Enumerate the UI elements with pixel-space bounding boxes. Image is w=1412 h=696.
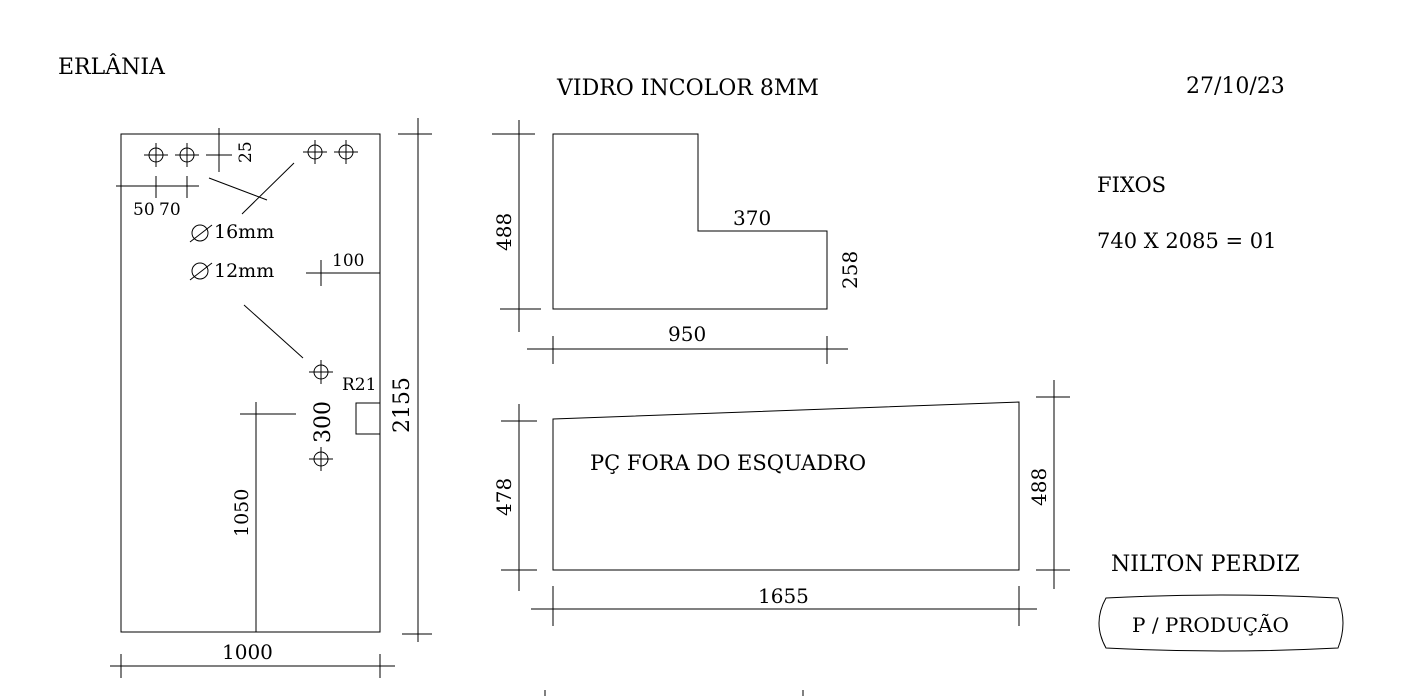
dim-label-478: 478 bbox=[492, 478, 516, 516]
dimension-488-right: 488 bbox=[1027, 380, 1070, 589]
spec-line: 740 X 2085 = 01 bbox=[1097, 229, 1277, 253]
dim-label-1000: 1000 bbox=[222, 640, 273, 664]
dim-label-370: 370 bbox=[733, 206, 771, 230]
hole-marker bbox=[309, 447, 333, 471]
dimension-1050: 1050 bbox=[231, 402, 296, 632]
dim-label-2155: 2155 bbox=[390, 377, 415, 433]
dimension-50-70: 50 70 bbox=[116, 176, 199, 220]
dim-label-258: 258 bbox=[838, 251, 862, 289]
dim-label-25: 25 bbox=[236, 141, 256, 163]
dimension-1655: 1655 bbox=[531, 584, 1037, 626]
dim-label-1655: 1655 bbox=[758, 584, 809, 608]
section-label: FIXOS bbox=[1097, 173, 1166, 197]
production-stamp: P / PRODUÇÃO bbox=[1098, 594, 1344, 652]
panel-top-right-outline bbox=[552, 133, 828, 310]
drawing-date: 27/10/23 bbox=[1186, 74, 1285, 99]
dim-label-950: 950 bbox=[668, 322, 706, 346]
diameter-icon bbox=[191, 262, 209, 280]
dim-label-1050: 1050 bbox=[231, 489, 253, 537]
notch-r21: R21 bbox=[342, 375, 380, 435]
dimension-478: 478 bbox=[492, 404, 537, 591]
hole-size-12: 12mm bbox=[214, 260, 274, 282]
dim-label-488: 488 bbox=[492, 213, 516, 251]
panel-left-outline bbox=[120, 133, 381, 633]
dim-label-488-right: 488 bbox=[1027, 468, 1051, 506]
hole-marker bbox=[303, 140, 327, 164]
radius-label: R21 bbox=[342, 375, 376, 395]
stamp-border bbox=[1098, 594, 1344, 652]
panel-bottom-right-outline bbox=[552, 401, 1020, 571]
hole-marker bbox=[334, 140, 358, 164]
panel-bottom-right: PÇ FORA DO ESQUADRO 478 488 1655 bbox=[492, 380, 1070, 626]
dim-label-50: 50 bbox=[133, 200, 155, 220]
material-title: VIDRO INCOLOR 8MM bbox=[556, 76, 819, 101]
diameter-16-note: 16mm bbox=[189, 221, 274, 243]
diameter-12-note: 12mm bbox=[189, 260, 274, 282]
dimension-2155: 2155 bbox=[390, 118, 432, 642]
hole-size-16: 16mm bbox=[214, 221, 274, 243]
hole-marker bbox=[309, 360, 333, 384]
client-name: ERLÂNIA bbox=[58, 53, 166, 80]
diameter-icon bbox=[191, 224, 209, 242]
hole-marker bbox=[144, 143, 168, 167]
dimension-950: 950 bbox=[527, 322, 848, 364]
author-name: NILTON PERDIZ bbox=[1111, 552, 1300, 577]
dimension-488: 488 bbox=[492, 120, 541, 332]
dim-label-300: 300 bbox=[311, 401, 336, 443]
dim-label-70: 70 bbox=[159, 200, 181, 220]
leader-line bbox=[243, 304, 304, 359]
hole-marker bbox=[175, 143, 199, 167]
out-of-square-note: PÇ FORA DO ESQUADRO bbox=[590, 451, 866, 475]
dimension-25: 25 bbox=[206, 128, 256, 172]
dimension-1000: 1000 bbox=[110, 640, 395, 678]
panel-top-right: 488 370 258 950 bbox=[492, 120, 862, 364]
dimension-100: 100 bbox=[306, 251, 380, 286]
dim-label-100: 100 bbox=[332, 251, 364, 271]
leader-line bbox=[208, 177, 268, 201]
stamp-text: P / PRODUÇÃO bbox=[1132, 613, 1289, 637]
leader-line bbox=[241, 162, 295, 215]
panel-left: 25 50 70 16mm 12mm 100 bbox=[110, 118, 432, 678]
